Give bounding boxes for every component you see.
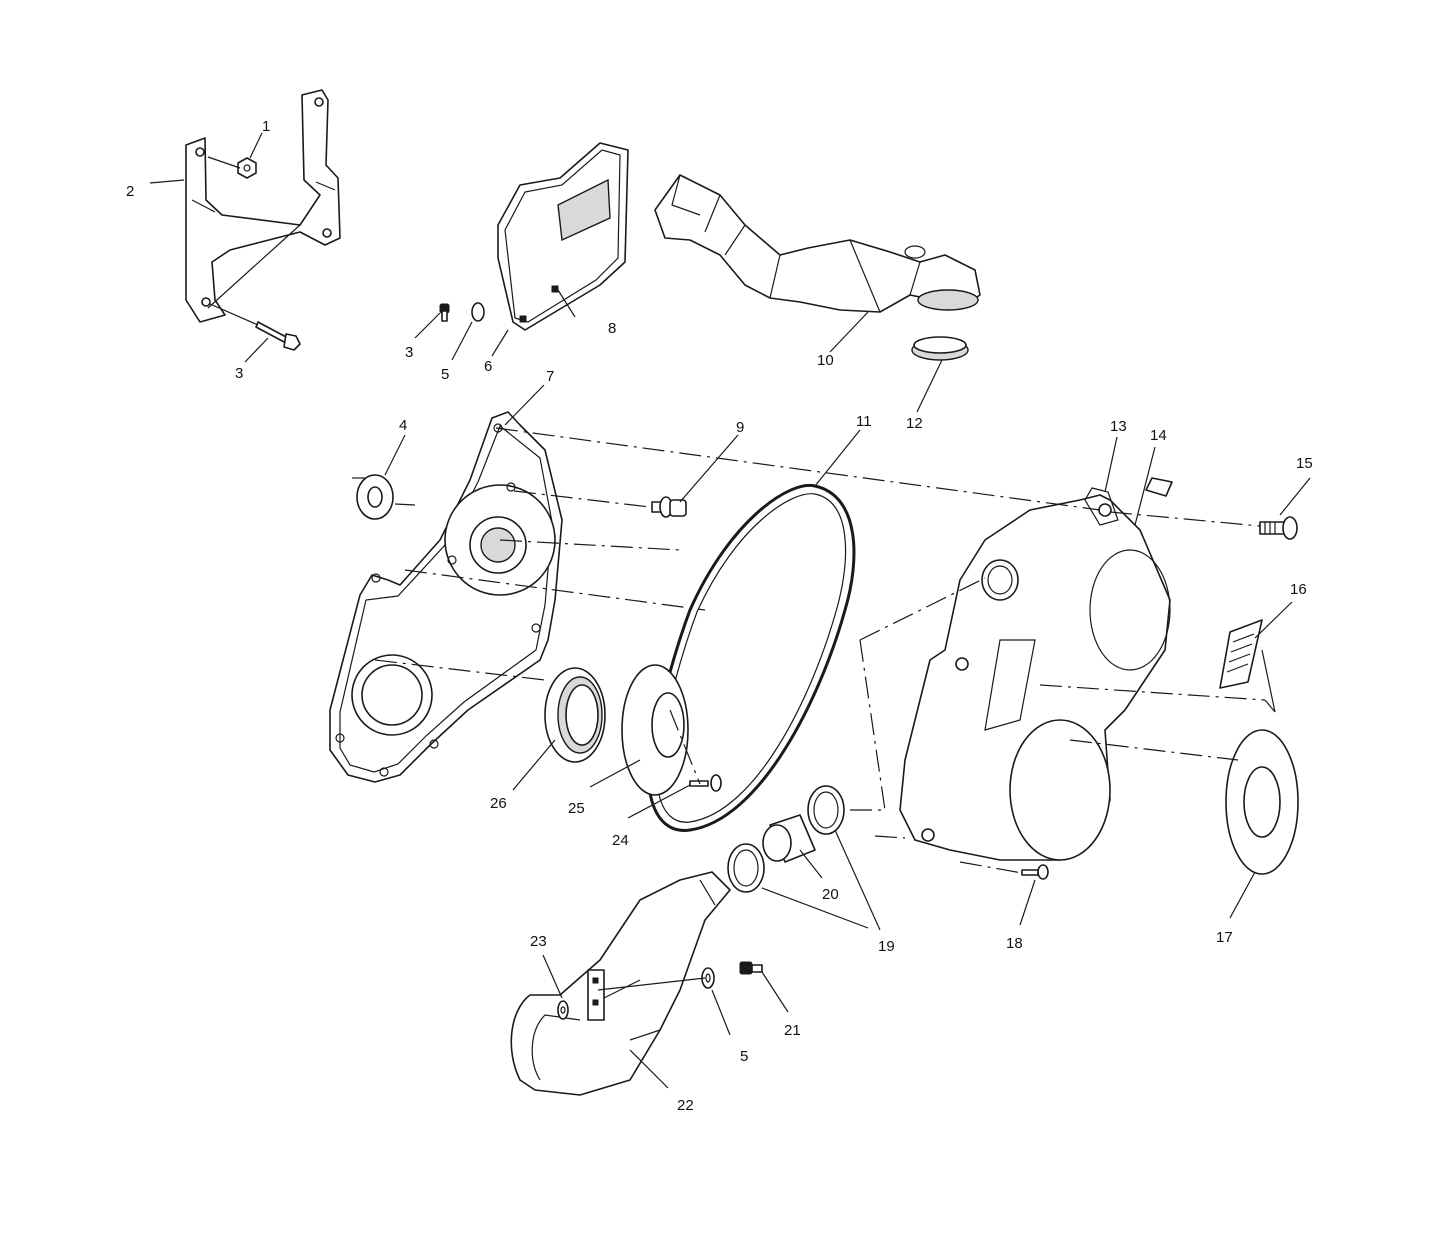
- callout-23: 23: [530, 933, 547, 950]
- screw-18: [1021, 864, 1049, 880]
- callout-6: 6: [484, 358, 492, 375]
- seal-ring: [911, 336, 969, 361]
- gasket-ring: [1225, 729, 1299, 875]
- bolt-bracket: [255, 321, 301, 351]
- mounting-bracket: [185, 89, 341, 323]
- callout-labels: 1 2 3 3 4 5 5 6 7 8 9 10 11 12 13 14 15 …: [126, 118, 1313, 1114]
- callout-2: 2: [126, 183, 134, 200]
- small-bolt: [689, 774, 722, 792]
- callout-13: 13: [1110, 418, 1127, 435]
- callout-14: 14: [1150, 427, 1167, 444]
- drive-belt: [646, 483, 856, 832]
- screw-21: [739, 961, 763, 975]
- callout-4: 4: [399, 417, 407, 434]
- callout-15: 15: [1296, 455, 1313, 472]
- callout-1: 1: [262, 118, 270, 135]
- assembly-lines: [207, 156, 1276, 991]
- callout-3-screw: 3: [405, 344, 413, 361]
- callout-18: 18: [1006, 935, 1023, 952]
- decal-small: [1145, 477, 1173, 497]
- callout-12: 12: [906, 415, 923, 432]
- screw-small: [439, 303, 450, 322]
- callout-24: 24: [612, 832, 629, 849]
- callout-25: 25: [568, 800, 585, 817]
- washer-23: [557, 1000, 569, 1020]
- intake-hose: [654, 174, 981, 313]
- callout-22: 22: [677, 1097, 694, 1114]
- inlet-duct-plate: [497, 142, 629, 331]
- outlet-duct: [510, 871, 731, 1096]
- callout-19: 19: [878, 938, 895, 955]
- callout-21: 21: [784, 1022, 801, 1039]
- hose-coupler: [762, 814, 816, 863]
- callout-16: 16: [1290, 581, 1307, 598]
- callout-3-bolt: 3: [235, 365, 243, 382]
- callout-10: 10: [817, 352, 834, 369]
- nut: [237, 157, 257, 179]
- flange-bolt: [651, 496, 687, 518]
- callout-9: 9: [736, 419, 744, 436]
- callout-11: 11: [856, 413, 872, 430]
- callout-7: 7: [546, 368, 554, 385]
- callout-17: 17: [1216, 929, 1233, 946]
- outer-clutch-cover: [899, 487, 1171, 861]
- callout-26: 26: [490, 795, 507, 812]
- warning-label: [1219, 619, 1263, 689]
- callout-leaders: [149, 132, 1311, 1089]
- oil-seal: [544, 667, 606, 763]
- washer-4: [356, 474, 394, 520]
- bearing-plate: [621, 664, 689, 796]
- callout-8: 8: [608, 320, 616, 337]
- hose-clamp-upper: [807, 785, 845, 835]
- cover-screw: [1259, 516, 1298, 540]
- washer-upper: [471, 302, 485, 322]
- inner-cover-plate: [329, 411, 563, 783]
- callout-5-upper: 5: [441, 366, 449, 383]
- hose-clamp-lower: [727, 843, 765, 893]
- callout-20: 20: [822, 886, 839, 903]
- callout-5-lower: 5: [740, 1048, 748, 1065]
